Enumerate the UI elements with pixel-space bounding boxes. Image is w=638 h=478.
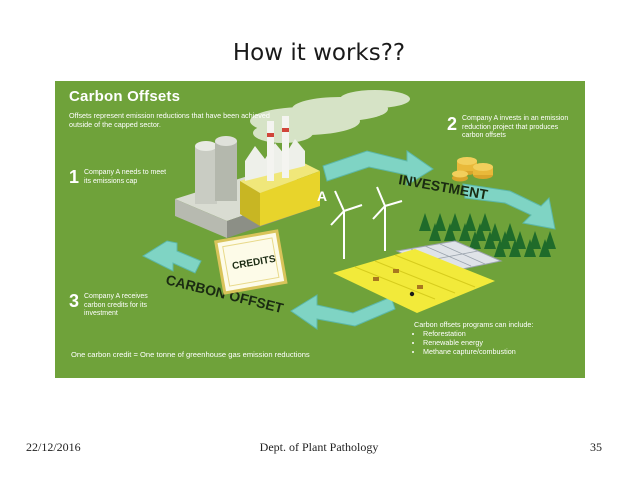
- programs-box: Carbon offsets programs can include: Ref…: [414, 320, 574, 356]
- diagram-heading: Carbon Offsets: [69, 88, 181, 105]
- tree-icon: [544, 231, 556, 249]
- program-item: Renewable energy: [423, 338, 574, 347]
- slide-department: Dept. of Plant Pathology: [259, 440, 379, 454]
- tree-icon: [494, 239, 506, 257]
- tree-icon: [469, 231, 481, 249]
- tree-icon: [484, 231, 496, 249]
- crop-field: [333, 249, 495, 313]
- tree-icon: [489, 223, 501, 241]
- program-item: Methane capture/combustion: [423, 347, 574, 356]
- tree-icon: [504, 223, 516, 241]
- tree-icon: [529, 231, 541, 249]
- step-2-text: Company A invests in an emission reducti…: [462, 115, 569, 140]
- tree-icon: [464, 213, 476, 231]
- tree-icon: [429, 223, 441, 241]
- step-1-number: 1: [69, 167, 80, 187]
- step-3-number: 3: [69, 291, 80, 311]
- wind-turbines: [330, 186, 403, 259]
- carbon-offset-arrow: [141, 240, 396, 330]
- tree-icon: [444, 223, 456, 241]
- tree-icon: [524, 239, 536, 257]
- step-2-number: 2: [447, 114, 458, 134]
- investment-arrow: [322, 150, 556, 230]
- tree-icon: [509, 239, 521, 257]
- carbon-offsets-diagram: A INVESTMENT CARBON OFFSET: [55, 81, 585, 378]
- factory-label: A: [317, 188, 327, 204]
- tree-icon: [499, 231, 511, 249]
- tree-icon: [434, 213, 446, 231]
- tree-icon: [479, 213, 491, 231]
- tree-icon: [459, 223, 471, 241]
- diagram-artwork: A INVESTMENT CARBON OFFSET: [141, 90, 556, 330]
- credits-certificate: CREDITS: [214, 229, 288, 295]
- tree-icon: [474, 223, 486, 241]
- programs-heading: Carbon offsets programs can include:: [414, 320, 534, 329]
- tree-icon: [514, 231, 526, 249]
- step-3-text: Company A receives carbon credits for it…: [84, 293, 148, 318]
- programs-list: Reforestation Renewable energy Methane c…: [414, 329, 574, 356]
- tree-icon: [539, 239, 551, 257]
- program-item: Reforestation: [423, 329, 574, 338]
- tree-icon: [419, 213, 431, 231]
- slide-date: 22/12/2016: [26, 440, 81, 454]
- forest: [419, 213, 556, 257]
- carbon-credit-definition: One carbon credit = One tonne of greenho…: [71, 350, 310, 359]
- slide-title: How it works??: [232, 40, 406, 66]
- intro-text: Offsets represent emission reductions th…: [69, 111, 270, 129]
- slide-page-number: 35: [590, 440, 602, 454]
- tree-icon: [449, 213, 461, 231]
- step-1-text: Company A needs to meet its emissions ca…: [84, 169, 167, 185]
- factory: A: [175, 116, 327, 238]
- coins-icon: [452, 157, 493, 182]
